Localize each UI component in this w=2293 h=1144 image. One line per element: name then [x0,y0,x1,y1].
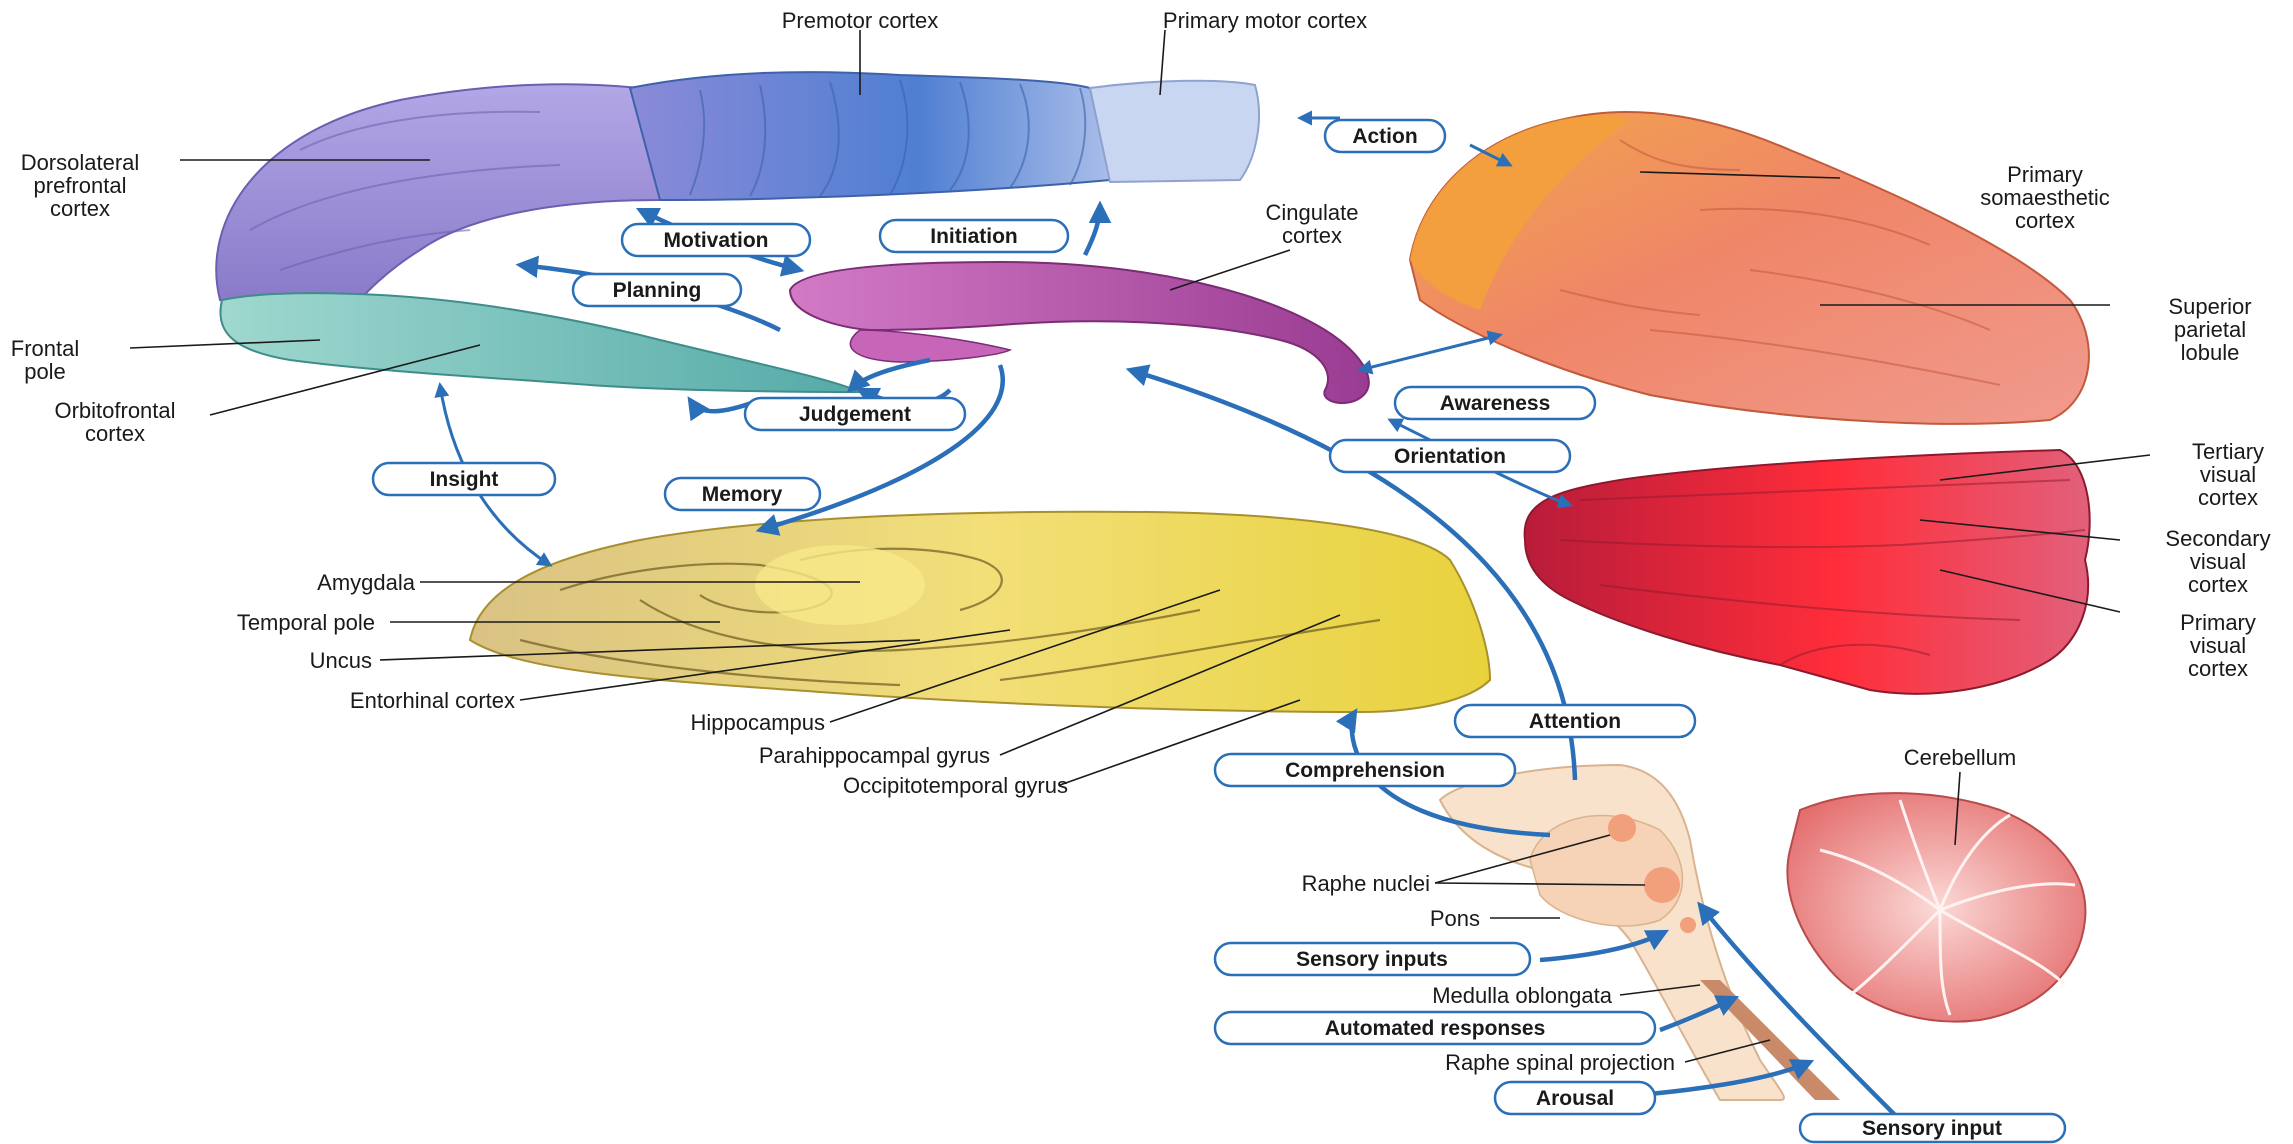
label-amygdala: Amygdala [317,570,416,595]
label-primary-motor-cortex: Primary motor cortex [1163,8,1367,33]
svg-text:Memory: Memory [702,483,783,506]
label-medulla: Medulla oblongata [1432,983,1613,1008]
label-entorhinal: Entorhinal cortex [350,688,515,713]
label-primary-visual-2: visual [2190,633,2246,658]
label-primary-visual-1: Primary [2180,610,2256,635]
visual-cortex-region [1525,450,2090,694]
label-somaesthetic-2: somaesthetic [1980,185,2110,210]
pill-sensory-inputs: Sensory inputs [1215,943,1530,975]
label-premotor-cortex: Premotor cortex [782,8,939,33]
label-primary-visual-3: cortex [2188,656,2248,681]
pill-memory: Memory [665,478,820,510]
label-dlpfc-1: Dorsolateral [21,150,140,175]
label-cingulate-1: Cingulate [1266,200,1359,225]
svg-text:Judgement: Judgement [799,403,911,426]
label-pons: Pons [1430,906,1480,931]
pill-awareness: Awareness [1395,387,1595,419]
label-parahippocampal: Parahippocampal gyrus [759,743,990,768]
svg-text:Comprehension: Comprehension [1285,759,1445,782]
label-uncus: Uncus [310,648,372,673]
temporal-lobe-region [470,512,1490,712]
label-occipitotemporal: Occipitotemporal gyrus [843,773,1068,798]
label-secondary-visual-2: visual [2190,549,2246,574]
pill-planning: Planning [573,274,741,306]
label-frontal-pole-2: pole [24,359,66,384]
pill-automated-responses: Automated responses [1215,1012,1655,1044]
label-secondary-visual-1: Secondary [2165,526,2270,551]
label-secondary-visual-3: cortex [2188,572,2248,597]
label-sup-parietal-3: lobule [2181,340,2240,365]
svg-text:Awareness: Awareness [1440,392,1551,415]
pill-sensory-input: Sensory input [1800,1114,2065,1142]
svg-text:Sensory input: Sensory input [1862,1117,2002,1140]
label-tertiary-visual-3: cortex [2198,485,2258,510]
svg-text:Automated responses: Automated responses [1325,1017,1546,1040]
pill-comprehension: Comprehension [1215,754,1515,786]
pill-motivation: Motivation [622,224,810,256]
label-orbitofrontal-1: Orbitofrontal [54,398,175,423]
pill-arousal: Arousal [1495,1082,1655,1114]
svg-text:Insight: Insight [430,468,499,491]
leader-cingulate [1170,250,1290,290]
pill-attention: Attention [1455,705,1695,737]
svg-text:Initiation: Initiation [930,225,1018,248]
svg-text:Arousal: Arousal [1536,1087,1614,1110]
label-cingulate-2: cortex [1282,223,1342,248]
raphe-nucleus-upper [1608,814,1636,842]
svg-text:Action: Action [1352,125,1417,148]
premotor-region [630,72,1110,200]
pill-judgement: Judgement [745,398,965,430]
label-tertiary-visual-1: Tertiary [2192,439,2264,464]
label-cerebellum: Cerebellum [1904,745,2017,770]
arrow-cingulate-out [850,360,930,390]
raphe-nucleus-small [1680,917,1696,933]
label-raphe-nuclei: Raphe nuclei [1302,871,1430,896]
label-temporal-pole: Temporal pole [237,610,375,635]
amygdala-shape [755,545,925,625]
label-orbitofrontal-2: cortex [85,421,145,446]
label-dlpfc-2: prefrontal [34,173,127,198]
label-dlpfc-3: cortex [50,196,110,221]
cingulate-inner-hook [850,330,1010,362]
label-somaesthetic-1: Primary [2007,162,2083,187]
svg-text:Orientation: Orientation [1394,445,1506,468]
pill-orientation: Orientation [1330,440,1570,472]
svg-text:Motivation: Motivation [664,229,769,252]
label-sup-parietal-2: parietal [2174,317,2246,342]
pill-insight: Insight [373,463,555,495]
svg-text:Attention: Attention [1529,710,1621,733]
label-hippocampus: Hippocampus [690,710,825,735]
pill-action: Action [1325,120,1445,152]
raphe-nucleus-lower [1644,867,1680,903]
svg-text:Planning: Planning [613,279,702,302]
arrow-awareness [1360,335,1500,370]
label-sup-parietal-1: Superior [2168,294,2251,319]
arrow-initiation [1085,205,1100,255]
primary-motor-region [1090,81,1259,182]
label-raphe-spinal: Raphe spinal projection [1445,1050,1675,1075]
label-tertiary-visual-2: visual [2200,462,2256,487]
pill-initiation: Initiation [880,220,1068,252]
label-somaesthetic-3: cortex [2015,208,2075,233]
svg-text:Sensory inputs: Sensory inputs [1296,948,1448,971]
orbitofrontal-region [220,293,860,392]
label-frontal-pole-1: Frontal [11,336,79,361]
